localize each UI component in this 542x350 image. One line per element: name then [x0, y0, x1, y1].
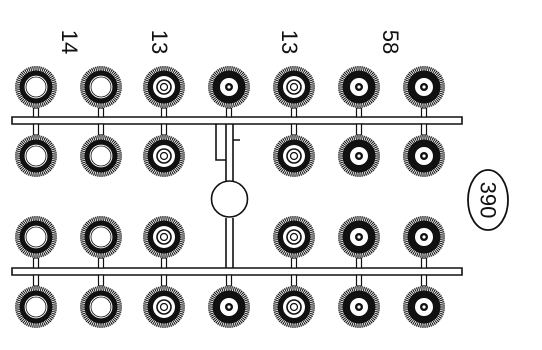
wheel-r1-c3	[143, 66, 185, 108]
wheel-r1-c4	[208, 66, 250, 108]
gate-r3-c3	[160, 257, 168, 269]
wheel-r4-c5	[273, 286, 315, 328]
gate-r2-c6	[355, 123, 363, 136]
wheel-r3-c7	[403, 216, 445, 258]
gate-r4-c1	[32, 274, 40, 287]
gate-r3-c1	[32, 257, 40, 269]
gate-r1-c7	[420, 107, 428, 118]
wheel-r2-c6	[338, 135, 380, 177]
wheel-r4-c4	[208, 286, 250, 328]
gate-r2-c3	[160, 123, 168, 136]
gate-r4-c4	[225, 274, 233, 287]
wheel-r4-c6	[338, 286, 380, 328]
gate-r1-c4	[225, 107, 233, 118]
wheel-r2-c3	[143, 135, 185, 177]
sprue-frame	[11, 116, 463, 276]
upper-runner	[11, 116, 463, 125]
gate-r3-c7	[420, 257, 428, 269]
gate-r1-c1	[32, 107, 40, 118]
label-14: 14	[57, 30, 82, 54]
wheel-r1-c7	[403, 66, 445, 108]
gate-r4-c2	[97, 274, 105, 287]
gate-r1-c2	[97, 107, 105, 118]
gate-r3-c6	[355, 257, 363, 269]
gate-r1-c3	[160, 107, 168, 118]
wheel-r1-c6	[338, 66, 380, 108]
gate-r2-c7	[420, 123, 428, 136]
wheels	[15, 66, 445, 328]
gate-r1-c5	[290, 107, 298, 118]
wheel-r2-c2	[80, 135, 122, 177]
label-13-left: 13	[147, 30, 172, 54]
gate-r4-c3	[160, 274, 168, 287]
wheel-r2-c5	[273, 135, 315, 177]
gate-r4-c6	[355, 274, 363, 287]
part-number-badge: 390	[467, 169, 509, 231]
spine-hub	[210, 180, 249, 218]
wheel-r3-c6	[338, 216, 380, 258]
badge-number: 390	[476, 182, 501, 219]
wheel-r4-c3	[143, 286, 185, 328]
spine-notch	[215, 124, 240, 161]
wheel-r3-c2	[80, 216, 122, 258]
gate-r2-c5	[290, 123, 298, 136]
wheel-r1-c1	[15, 66, 57, 108]
wheel-r4-c1	[15, 286, 57, 328]
label-13-right: 13	[277, 30, 302, 54]
wheel-r3-c5	[273, 216, 315, 258]
gate-r4-c5	[290, 274, 298, 287]
wheel-r1-c2	[80, 66, 122, 108]
gate-r2-c1	[32, 123, 40, 136]
wheel-r2-c1	[15, 135, 57, 177]
gate-r4-c7	[420, 274, 428, 287]
wheel-r4-c7	[403, 286, 445, 328]
center-spine	[225, 124, 234, 268]
wheel-r3-c3	[143, 216, 185, 258]
wheel-r2-c7	[403, 135, 445, 177]
wheel-r3-c1	[15, 216, 57, 258]
wheel-r4-c2	[80, 286, 122, 328]
gate-r3-c5	[290, 257, 298, 269]
gate-r1-c6	[355, 107, 363, 118]
label-58: 58	[378, 30, 403, 54]
wheel-r1-c5	[273, 66, 315, 108]
gate-r3-c2	[97, 257, 105, 269]
gate-r2-c2	[97, 123, 105, 136]
lower-runner	[11, 267, 463, 276]
